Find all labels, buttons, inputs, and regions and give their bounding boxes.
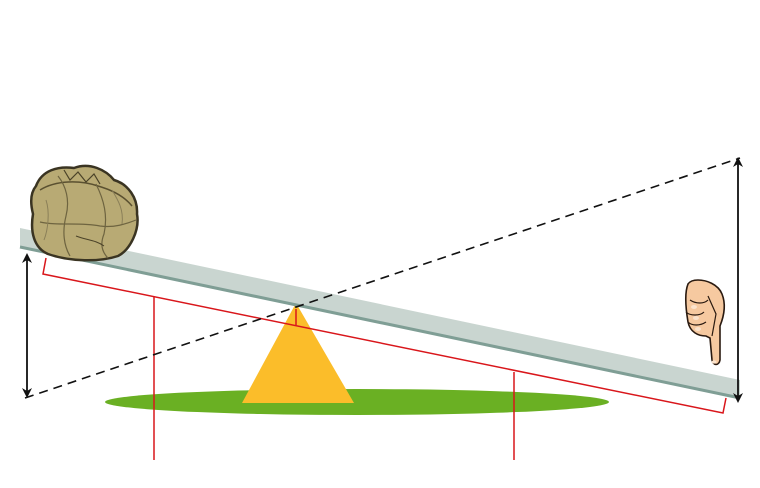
lever-plank-edge bbox=[19, 245, 741, 400]
rock-icon bbox=[30, 164, 139, 262]
raised-position-line bbox=[24, 157, 741, 399]
lever-plank bbox=[20, 228, 740, 398]
fulcrum-triangle bbox=[242, 303, 354, 403]
lever-arm-outline bbox=[42, 257, 727, 414]
pointing-hand-icon bbox=[684, 279, 725, 366]
ground-grass bbox=[105, 389, 609, 415]
